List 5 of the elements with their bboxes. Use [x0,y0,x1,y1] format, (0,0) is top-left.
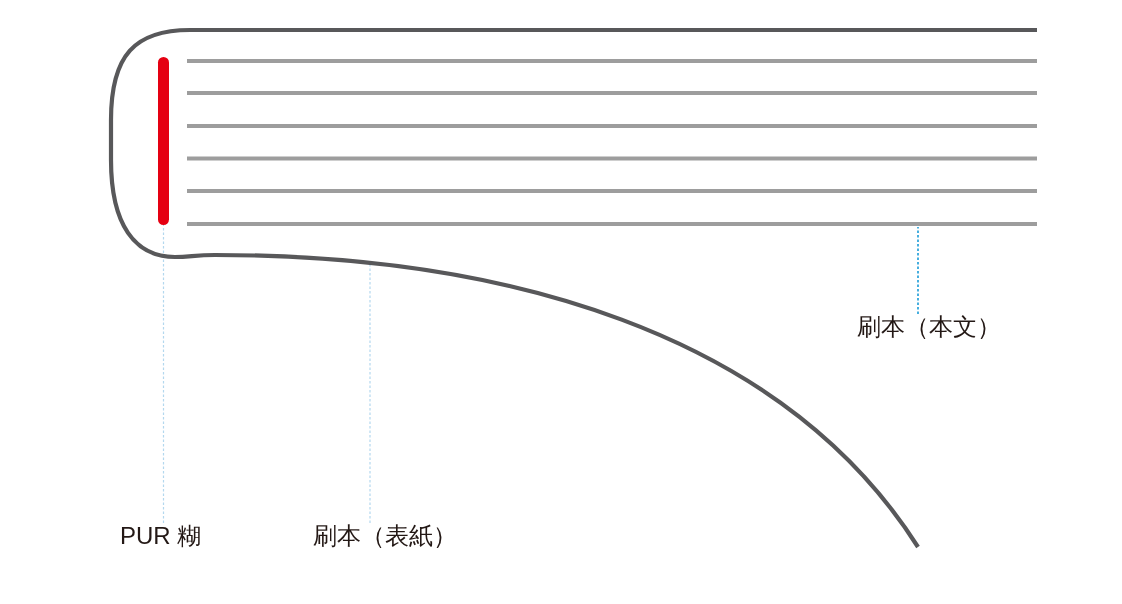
cover-curve [108,27,1039,550]
part-label: 刷本（表紙） [313,523,457,549]
leader-line [162,224,165,524]
leader-line [917,226,919,315]
part-label: 刷本（本文） [857,314,1001,340]
